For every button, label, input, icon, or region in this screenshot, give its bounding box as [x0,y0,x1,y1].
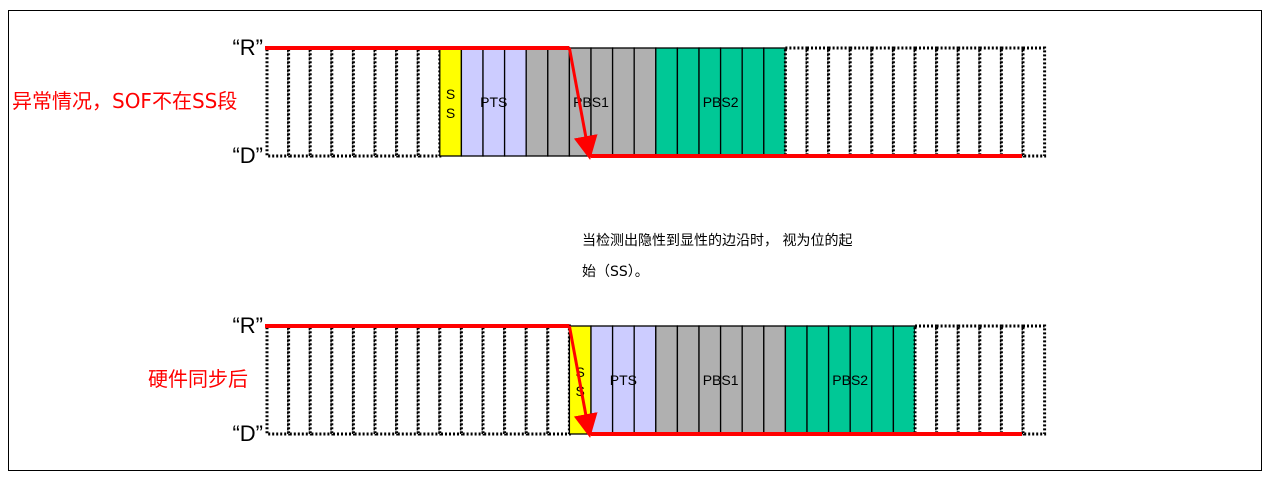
pbs2-label: PBS2 [703,94,739,110]
pbs2-label: PBS2 [832,372,868,388]
idle-cell [395,46,420,158]
pbs1-cell [655,325,679,435]
pts-cell [503,47,527,157]
idle-cell [913,324,939,436]
idle-cell [827,46,852,158]
note-line-2: 始（SS）。 [582,264,649,280]
pts-label: PTS [610,372,637,388]
idle-cell [265,324,291,436]
idle-cell [308,324,334,436]
idle-cell [481,324,507,436]
idle-cell [373,324,399,436]
pbs2-cell [806,325,830,435]
diagram-frame [8,10,1262,471]
diagram-caption: 硬件同步后 [148,367,248,391]
dominant-label: “D” [232,143,263,168]
idle-cell [805,46,831,158]
pbs2-cell [676,47,700,157]
idle-cell [978,46,1003,158]
note-line-1: 当检测出隐性到显性的边沿时， 视为位的起 [582,233,853,249]
pbs2-cell [741,47,765,157]
pbs2-cell [763,47,787,157]
recessive-label: “R” [232,35,263,60]
idle-cell [999,324,1025,436]
ss-label-bottom: S [446,105,455,121]
idle-cell [503,324,528,436]
pts-cell [633,325,657,435]
pbs1-cell [547,47,571,157]
idle-cell [287,46,312,158]
idle-cell [330,46,355,158]
pbs1-label: PBS1 [573,94,609,110]
pbs2-cell [892,325,916,435]
idle-cell [935,324,960,436]
edge-arrow [567,47,598,160]
idle-cell [546,324,571,436]
pbs1-cell [633,47,657,157]
idle-cell [416,46,442,158]
idle-cell [524,324,550,436]
idle-cell [416,324,442,436]
idle-cell [351,324,377,436]
pbs1-cell [676,325,700,435]
idle-cell [287,324,312,436]
idle-cell [783,46,809,158]
idle-cell [1021,324,1047,436]
idle-cell [438,324,463,436]
idle-cell [978,324,1003,436]
pbs2-cell [784,325,808,435]
idle-cell [999,46,1025,158]
idle-cell [870,46,895,158]
diagram-caption: 异常情况，SOF不在SS段 [12,89,237,113]
pts-label: PTS [480,94,507,110]
idle-cell [935,46,960,158]
idle-cell [848,46,874,158]
ss-label-top: S [576,364,585,380]
idle-cell [459,324,485,436]
pbs1-cell [763,325,787,435]
idle-cell [956,46,982,158]
pbs2-cell [655,47,679,157]
idle-cell [373,46,399,158]
pbs1-label: PBS1 [703,372,739,388]
idle-cell [330,324,355,436]
ss-cell [439,47,463,157]
idle-cell [265,46,291,158]
pbs2-cell [871,325,895,435]
pbs1-cell [611,47,635,157]
idle-cell [913,46,939,158]
idle-cell [1021,46,1047,158]
ss-label-top: S [446,86,455,102]
idle-cell [956,324,982,436]
idle-cell [395,324,420,436]
idle-cell [308,46,334,158]
dominant-label: “D” [232,421,263,446]
pbs1-cell [741,325,765,435]
recessive-label: “R” [232,313,263,338]
edge-arrow [567,325,598,438]
pbs1-cell [525,47,549,157]
idle-cell [891,46,917,158]
idle-cell [351,46,377,158]
